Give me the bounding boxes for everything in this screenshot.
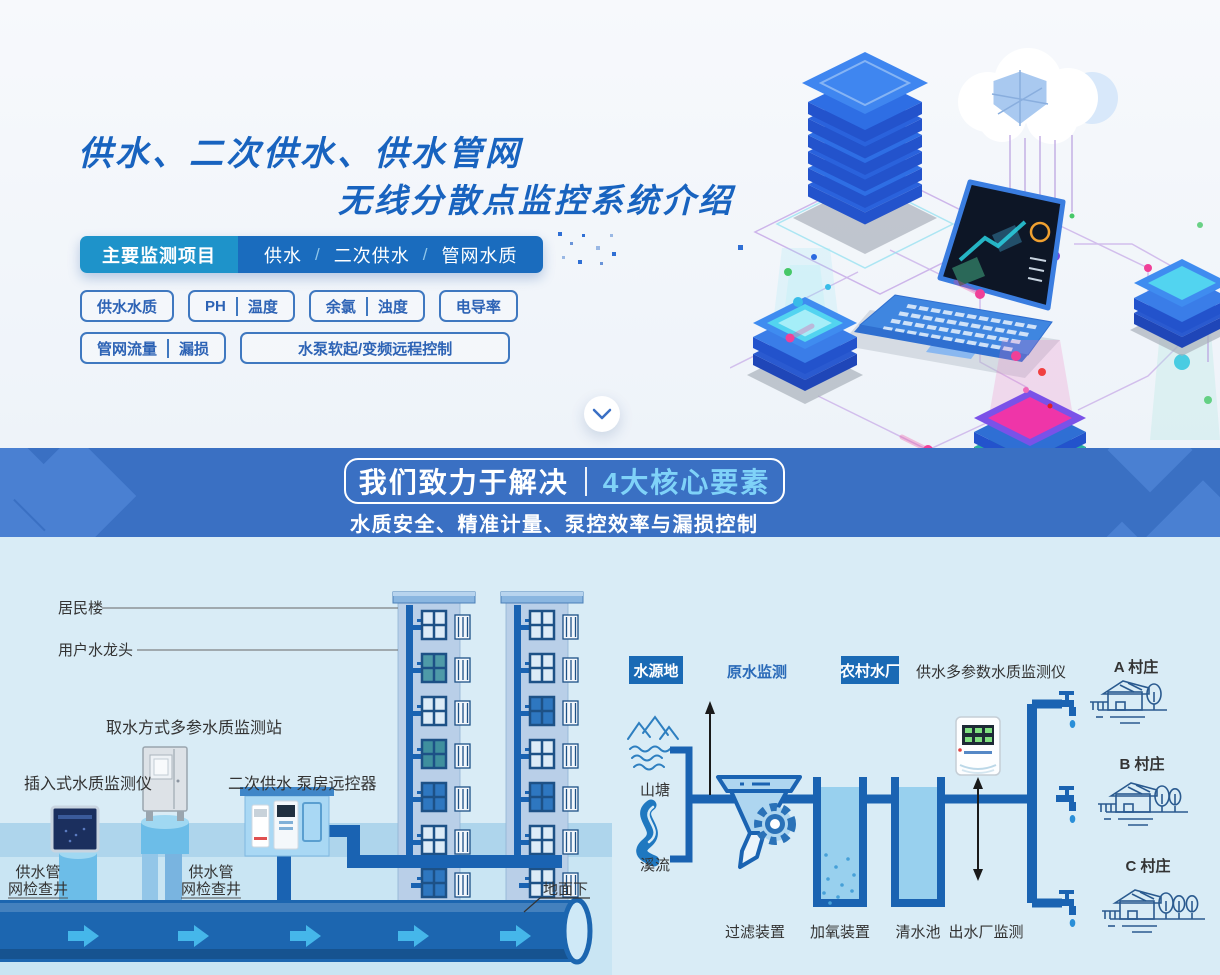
tag-divider	[365, 296, 368, 316]
tag-label: 漏损	[179, 340, 210, 358]
label-multi-monitor: 供水多参数水质监测仪	[916, 664, 1066, 681]
iot-chip-bottom	[974, 340, 1086, 448]
monitoring-station-cabinet	[142, 746, 188, 821]
label-raw-monitor: 原水监测	[727, 663, 787, 681]
tab-primary[interactable]: 主要监测项目	[80, 236, 238, 273]
tag-row-2: 管网流量 漏损 水泵软起/变频远程控制	[80, 332, 511, 364]
tab-item[interactable]: 管网水质	[441, 245, 518, 266]
label-user-faucet: 用户水龙头	[58, 642, 133, 659]
label-underground: 地面下	[543, 881, 588, 898]
monitor-tag[interactable]: PH 温度	[188, 290, 295, 322]
monitor-tag[interactable]: 水泵软起/变频远程控制	[240, 332, 511, 364]
tab-item[interactable]: 供水	[264, 245, 302, 266]
monitor-tab-bar: 主要监测项目 供水 / 二次供水 / 管网水质	[80, 236, 544, 273]
stream-icon	[636, 799, 660, 867]
water-system-diagram: 居民楼 用户水龙头 取水方式多参水质监测站 插入式水质监测仪 二次供水 泵房远控…	[0, 591, 1205, 975]
villages	[1090, 680, 1205, 933]
label-well-1b: 网检查井	[8, 881, 68, 898]
tab-item[interactable]: 二次供水	[333, 245, 410, 266]
label-inserted-monitor: 插入式水质监测仪	[24, 775, 152, 793]
tag-label: 浊度	[377, 298, 408, 316]
label-station: 取水方式多参水质监测站	[106, 719, 282, 737]
tab-separator: /	[315, 244, 321, 264]
chevron-down-icon	[592, 408, 612, 420]
headline-left: 我们致力于解决	[358, 467, 569, 498]
tab-separator: /	[422, 244, 429, 264]
source-badge	[629, 656, 683, 684]
banner-subtitle: 水质安全、精准计量、泵控效率与漏损控制	[350, 514, 759, 536]
monitor-tag[interactable]: 余氯 浊度	[308, 290, 425, 322]
tag-label: 温度	[247, 298, 278, 316]
badge-rural-plant: 农村水厂	[839, 662, 900, 680]
label-outlet-monitor: 出水厂监测	[948, 924, 1023, 941]
tag-label: 余氯	[325, 298, 356, 316]
iot-chip-right	[1130, 259, 1220, 356]
village-house-icon	[1102, 889, 1205, 933]
banner-headline: 我们致力于解决 4大核心要素	[344, 458, 785, 504]
comet-dots	[785, 264, 1152, 448]
monitor-tag[interactable]: 管网流量 漏损	[80, 332, 227, 364]
hero-section: 供水、二次供水、供水管网 无线分散点监控系统介绍 主要监测项目 供水 / 二次供水 /…	[0, 0, 1220, 448]
village-house-icon	[1098, 782, 1188, 826]
label-village-b: B 村庄	[1119, 755, 1164, 773]
tag-divider	[235, 296, 238, 316]
tag-row-1: 供水水质 PH 温度 余氯 浊度 电导率	[80, 290, 518, 322]
monitor-tag[interactable]: 电导率	[438, 290, 518, 322]
label-well-2b: 网检查井	[181, 881, 241, 898]
label-stream: 溪流	[640, 857, 670, 874]
main-pipe	[0, 897, 593, 965]
headline-divider	[584, 466, 587, 496]
clear-pool	[891, 777, 945, 907]
label-pump-controller: 二次供水 泵房远控器	[228, 775, 376, 793]
page-title-line1: 供水、二次供水、供水管网	[78, 135, 522, 173]
scroll-down-button[interactable]	[584, 396, 620, 432]
label-well-1: 供水管	[15, 864, 60, 881]
village-distribution	[1027, 691, 1076, 927]
headline-accent: 4大核心要素	[602, 467, 771, 498]
tag-divider	[167, 338, 170, 358]
shield-icon	[990, 68, 1050, 128]
oxygen-tank	[813, 777, 867, 907]
dots-decoration	[558, 232, 616, 265]
tab-items: 供水 / 二次供水 / 管网水质	[238, 236, 544, 273]
collector-bracket	[670, 746, 693, 863]
hero-illustration	[730, 48, 1220, 448]
monitor-tag[interactable]: 供水水质	[80, 290, 175, 322]
banner-section: 我们致力于解决 4大核心要素 水质安全、精准计量、泵控效率与漏损控制	[0, 448, 1220, 537]
diagram-section: 居民楼 用户水龙头 取水方式多参水质监测站 插入式水质监测仪 二次供水 泵房远控…	[0, 537, 1220, 975]
gear-icon	[754, 803, 796, 845]
label-pond: 山塘	[640, 782, 670, 799]
label-filter: 过滤装置	[725, 924, 785, 941]
pond-icon	[627, 715, 679, 771]
village-house-icon	[1090, 680, 1167, 724]
label-clear-pool: 清水池	[895, 924, 940, 941]
badge-water-source: 水源地	[633, 662, 678, 680]
tag-label: 管网流量	[97, 340, 158, 358]
tag-label: PH	[205, 297, 226, 315]
label-oxygen: 加氧装置	[810, 924, 870, 941]
label-well-2: 供水管	[188, 864, 233, 881]
server-tower	[753, 52, 1007, 295]
tag-label: 电导率	[455, 298, 501, 316]
label-village-c: C 村庄	[1125, 857, 1170, 875]
up-arrow	[705, 701, 715, 714]
tag-label: 供水水质	[97, 298, 158, 316]
page-title-line2: 无线分散点监控系统介绍	[338, 182, 734, 219]
pump-house	[240, 787, 334, 857]
tag-label: 水泵软起/变频远程控制	[298, 340, 453, 358]
label-residential: 居民楼	[58, 600, 103, 617]
cloud-shield	[958, 48, 1118, 261]
multi-monitor-device	[955, 716, 1001, 776]
diamond-shape	[1142, 480, 1220, 537]
label-village-a: A 村庄	[1114, 658, 1158, 676]
plant-badge	[841, 656, 899, 684]
iot-chip-left	[747, 248, 863, 404]
diamond-shape	[1107, 448, 1193, 493]
inserted-monitor-device	[50, 805, 100, 853]
laptop	[840, 179, 1066, 378]
